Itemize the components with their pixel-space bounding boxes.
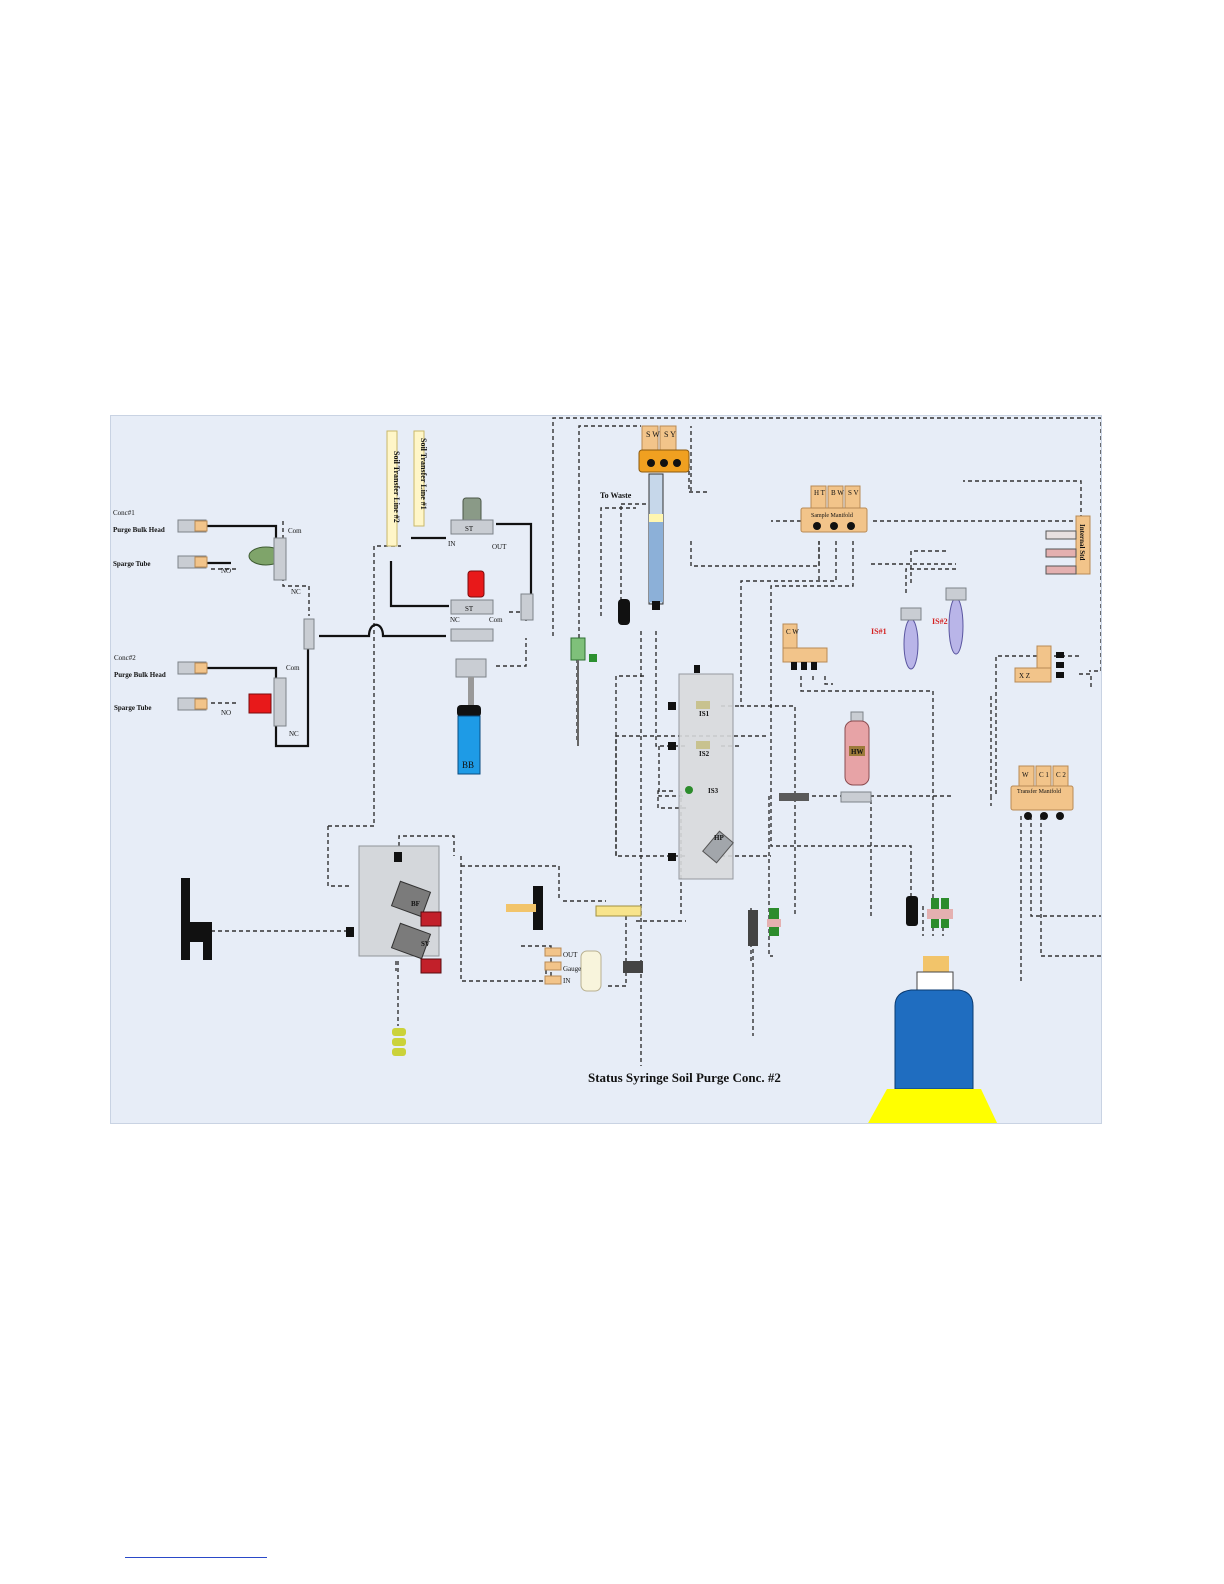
transfer-lines: Soil Transfer Line #2 Soil Transfer Line…: [386, 430, 428, 547]
svg-text:BF: BF: [411, 900, 420, 908]
conc1-bulkhead-label: Purge Bulk Head: [113, 526, 165, 534]
svg-text:C 2: C 2: [1056, 771, 1066, 779]
conc2-group: Conc#2 Purge Bulk Head Sparge Tube Com N…: [114, 654, 300, 738]
supply-bottle: [868, 956, 998, 1123]
st-valve-2: ST NC Com: [450, 570, 534, 624]
transfer-manifold: W C 1 C 2 Transfer Manifold: [1010, 765, 1074, 820]
is-block: IS1 IS2 IS3 HP: [668, 665, 734, 880]
svg-text:IS2: IS2: [699, 750, 710, 758]
conc2-sparge-label: Sparge Tube: [114, 704, 152, 712]
plumbing-diagram: Conc#1 Purge Bulk Head Sparge Tube Com N…: [110, 415, 1102, 1124]
conc1-sparge-label: Sparge Tube: [113, 560, 151, 568]
svg-text:Com: Com: [489, 616, 503, 624]
svg-text:NO: NO: [221, 709, 231, 717]
svg-text:NC: NC: [291, 588, 301, 596]
svg-text:Gauge: Gauge: [563, 965, 581, 973]
small-vessel: BB: [455, 658, 487, 775]
internal-std: Internal Std IS#1 IS#2: [871, 515, 1091, 670]
svg-text:NO: NO: [221, 567, 231, 575]
plumbing-schematic: Conc#1 Purge Bulk Head Sparge Tube Com N…: [113, 417, 1101, 1123]
svg-text:Sample Manifold: Sample Manifold: [811, 512, 853, 519]
svg-text:IS1: IS1: [699, 710, 710, 718]
dashed-lines: [211, 417, 1101, 1066]
is2-label: IS#2: [932, 617, 948, 626]
svg-text:BB: BB: [462, 760, 474, 770]
svg-text:IN: IN: [448, 540, 455, 548]
svg-text:OUT: OUT: [492, 543, 507, 551]
conc2-valve: [248, 693, 272, 714]
conc2-bulkhead-label: Purge Bulk Head: [114, 671, 166, 679]
svg-text:W: W: [1022, 771, 1029, 779]
conc2-label: Conc#2: [114, 654, 136, 662]
svg-text:IS3: IS3: [708, 787, 719, 795]
tee-fitting: [303, 618, 315, 650]
svg-text:NC: NC: [450, 616, 460, 624]
svg-text:B W: B W: [831, 489, 844, 497]
tee-fitting-2: [450, 628, 494, 642]
transfer-line-1-label: Soil Transfer Line #1: [419, 438, 428, 510]
syringe-assembly: S W S Y To Waste: [600, 425, 690, 625]
svg-text:NC: NC: [289, 730, 299, 738]
svg-text:ST: ST: [465, 605, 474, 613]
conc1-group: Conc#1 Purge Bulk Head Sparge Tube Com N…: [113, 509, 302, 596]
svg-text:C 1: C 1: [1039, 771, 1049, 779]
diagram-title: Status Syringe Soil Purge Conc. #2: [588, 1070, 781, 1085]
svg-text:IN: IN: [563, 977, 570, 985]
cw-block: C W: [782, 623, 828, 670]
black-stand: [181, 878, 212, 960]
is1-label: IS#1: [871, 627, 887, 636]
svg-text:H T: H T: [814, 489, 826, 497]
solid-lines: [206, 522, 533, 748]
to-waste-label: To Waste: [600, 491, 632, 500]
needle: [570, 637, 597, 746]
svg-text:C W: C W: [786, 628, 799, 636]
valve-block: BF SV: [346, 845, 442, 974]
svg-text:OUT: OUT: [563, 951, 578, 959]
svg-text:HP: HP: [714, 834, 724, 842]
st-valve-1: ST IN OUT: [448, 497, 507, 551]
svg-text:S W: S W: [646, 430, 660, 439]
pump: OUT Gauge IN: [506, 886, 643, 992]
svg-text:X Z: X Z: [1019, 672, 1030, 680]
svg-text:Com: Com: [286, 664, 300, 672]
svg-text:S V: S V: [848, 489, 859, 497]
conc1-label: Conc#1: [113, 509, 135, 517]
svg-text:HW: HW: [851, 748, 863, 756]
sample-manifold: H T B W S V Sample Manifold: [800, 485, 868, 533]
svg-text:SV: SV: [421, 940, 430, 948]
hw-tank: HW: [779, 711, 872, 803]
bottle-valves: [748, 896, 953, 946]
svg-text:Internal Std: Internal Std: [1078, 524, 1086, 560]
svg-text:ST: ST: [465, 525, 474, 533]
svg-text:Com: Com: [288, 527, 302, 535]
svg-text:S Y: S Y: [664, 430, 676, 439]
filter-stack: [392, 1028, 406, 1056]
svg-text:Transfer Manifold: Transfer Manifold: [1017, 788, 1061, 795]
xz-block: X Z: [1014, 645, 1064, 683]
transfer-line-2-label: Soil Transfer Line #2: [392, 451, 401, 523]
footnote-rule: [125, 1557, 267, 1558]
